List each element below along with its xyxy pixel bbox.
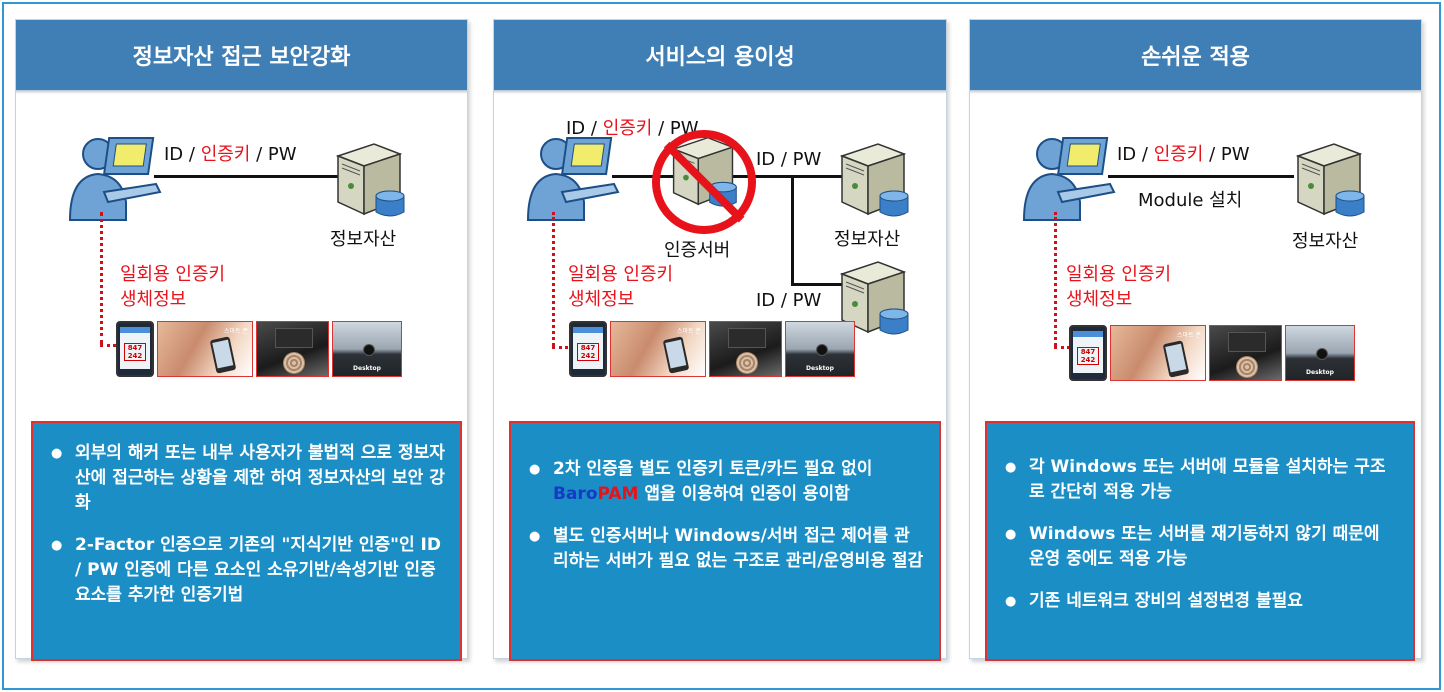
auth-dotted-line <box>552 212 555 346</box>
connection-line <box>154 175 354 178</box>
prohibited-icon <box>652 130 756 234</box>
branch-line <box>791 283 851 286</box>
benefit-box: 외부의 해커 또는 내부 사용자가 불법적 으로 정보자산에 접근하는 상황을 … <box>31 421 462 661</box>
auth-photo-strip: 847 242 스마트 폰 Desktop <box>1069 325 1355 381</box>
panel-title: 정보자산 접근 보안강화 <box>16 20 467 90</box>
user-laptop-icon <box>64 132 164 222</box>
module-label: Module 설치 <box>1138 190 1243 211</box>
otp-label: 일회용 인증키 <box>120 264 226 285</box>
credential-label: ID / 인증키 / PW <box>566 118 699 139</box>
benefit-item: 기존 네트워크 장비의 설정변경 불필요 <box>1003 589 1399 614</box>
benefit-item: 별도 인증서버나 Windows/서버 접근 제어를 관리하는 서버가 필요 없… <box>527 524 925 574</box>
user-laptop-icon <box>522 132 622 222</box>
brand-baro: Baro <box>553 484 598 504</box>
biometric-label: 생체정보 <box>1066 289 1133 310</box>
auth-dotted-line <box>1054 212 1057 346</box>
benefit-box: 2차 인증을 별도 인증키 토큰/카드 필요 없이 BaroPAM 앱을 이용하… <box>509 421 941 661</box>
benefit-item: 2차 인증을 별도 인증키 토큰/카드 필요 없이 BaroPAM 앱을 이용하… <box>527 457 925 507</box>
biometric-label: 생체정보 <box>120 289 187 310</box>
desktop-sensor-image: Desktop <box>332 321 402 377</box>
server-label: 정보자산 <box>834 229 901 250</box>
desktop-sensor-image: Desktop <box>1285 325 1355 381</box>
idpw-bottom-label: ID / PW <box>756 290 822 311</box>
connection-line <box>1108 175 1294 178</box>
connection-line <box>792 175 852 178</box>
idpw-top-label: ID / PW <box>756 149 822 170</box>
brand-pam: PAM <box>597 484 639 504</box>
otp-label: 일회용 인증키 <box>568 264 674 285</box>
header-shadow <box>970 90 1421 94</box>
auth-server-label: 인증서버 <box>664 240 731 261</box>
user-laptop-icon <box>1018 132 1118 222</box>
header-shadow <box>16 90 467 94</box>
auth-dotted-connector <box>100 344 116 347</box>
fingerprint-image <box>709 321 782 377</box>
otp-phone-image: 847 242 <box>116 321 154 377</box>
panel-security: 정보자산 접근 보안강화 ID / 인증키 / PW 정보자산 일회용 인증키 … <box>15 19 468 661</box>
otp-label: 일회용 인증키 <box>1066 264 1172 285</box>
smartphone-hand-image: 스마트 폰 <box>157 321 253 377</box>
fingerprint-image <box>256 321 329 377</box>
biometric-label: 생체정보 <box>568 289 635 310</box>
benefit-item: 각 Windows 또는 서버에 모듈을 설치하는 구조로 간단히 적용 가능 <box>1003 455 1399 505</box>
benefit-item: 2-Factor 인증으로 기존의 "지식기반 인증"인 ID / PW 인증에… <box>49 533 446 608</box>
benefit-item: Windows 또는 서버를 재기동하지 않기 때문에 운영 중에도 적용 가능 <box>1003 522 1399 572</box>
header-shadow <box>494 90 946 94</box>
server-icon <box>330 138 410 218</box>
otp-phone-image: 847 242 <box>569 321 607 377</box>
credential-label: ID / 인증키 / PW <box>164 144 297 165</box>
branch-line <box>791 175 794 285</box>
panel-easy-deploy: 손쉬운 적용 ID / 인증키 / PW Module 설치 정보자산 일회용 … <box>969 19 1422 661</box>
server-label: 정보자산 <box>330 229 397 250</box>
credential-label: ID / 인증키 / PW <box>1117 144 1250 165</box>
benefit-box: 각 Windows 또는 서버에 모듈을 설치하는 구조로 간단히 적용 가능 … <box>985 421 1415 661</box>
smartphone-hand-image: 스마트 폰 <box>610 321 706 377</box>
desktop-sensor-image: Desktop <box>785 321 855 377</box>
otp-phone-image: 847 242 <box>1069 325 1107 381</box>
benefit-item: 외부의 해커 또는 내부 사용자가 불법적 으로 정보자산에 접근하는 상황을 … <box>49 441 446 516</box>
auth-dotted-connector <box>552 346 568 349</box>
server-icon <box>1290 138 1370 218</box>
smartphone-hand-image: 스마트 폰 <box>1110 325 1206 381</box>
auth-photo-strip: 847 242 스마트 폰 Desktop <box>116 321 402 377</box>
server-label: 정보자산 <box>1292 231 1359 252</box>
panel-title: 서비스의 용이성 <box>494 20 946 90</box>
panel-convenience: 서비스의 용이성 ID / 인증키 / PW 인증서버 ID / PW ID /… <box>493 19 947 661</box>
auth-photo-strip: 847 242 스마트 폰 Desktop <box>569 321 855 377</box>
auth-dotted-connector <box>1054 346 1070 349</box>
fingerprint-image <box>1209 325 1282 381</box>
auth-dotted-line <box>100 212 103 344</box>
server-icon <box>834 138 914 218</box>
panel-title: 손쉬운 적용 <box>970 20 1421 90</box>
